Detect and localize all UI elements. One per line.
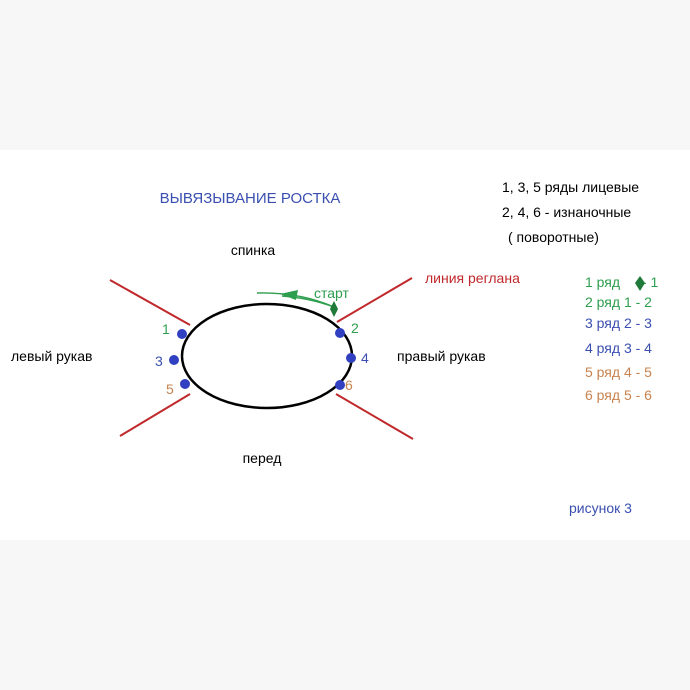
diagram-title: ВЫВЯЗЫВАНИЕ РОСТКА bbox=[160, 190, 341, 207]
region-left-sleeve-label: левый рукав bbox=[11, 348, 92, 364]
raglan-line-bottom-left bbox=[119, 393, 191, 437]
point-number-5: 5 bbox=[166, 381, 174, 397]
region-front-label: перед bbox=[243, 450, 282, 466]
region-back-label: спинка bbox=[231, 242, 276, 258]
point-dots bbox=[169, 328, 356, 390]
start-arrowhead bbox=[280, 290, 298, 300]
row-legend-1-suffix: - 1 bbox=[642, 274, 659, 290]
point-number-2: 2 bbox=[351, 320, 359, 336]
row-legend-5: 5 ряд 4 - 5 bbox=[585, 364, 652, 380]
raglan-label: линия реглана bbox=[425, 270, 520, 286]
diagram-canvas: ВЫВЯЗЫВАНИЕ РОСТКА 1, 3, 5 ряды лицевые … bbox=[0, 150, 690, 540]
point-number-4: 4 bbox=[361, 350, 369, 366]
row-legend-2: 2 ряд 1 - 2 bbox=[585, 294, 652, 310]
point-dot-6 bbox=[335, 380, 345, 390]
row-1-marker-icon bbox=[635, 276, 645, 291]
start-label: старт bbox=[314, 285, 350, 301]
start-arrow bbox=[256, 290, 335, 308]
row-legend-1-text: 1 ряд bbox=[585, 274, 624, 290]
diagram-svg: ВЫВЯЗЫВАНИЕ РОСТКА 1, 3, 5 ряды лицевые … bbox=[11, 179, 659, 516]
row-legend-3: 3 ряд 2 - 3 bbox=[585, 315, 652, 331]
raglan-line-top-right bbox=[336, 277, 413, 323]
region-right-sleeve-label: правый рукав bbox=[397, 348, 486, 364]
point-dot-3 bbox=[169, 355, 179, 365]
figure-caption: рисунок 3 bbox=[569, 500, 632, 516]
legend-line-2: 2, 4, 6 - изнаночные bbox=[502, 204, 631, 220]
neckline-ellipse bbox=[180, 302, 354, 410]
point-dot-2 bbox=[335, 328, 345, 338]
row-legend-4: 4 ряд 3 - 4 bbox=[585, 340, 652, 356]
point-number-6: 6 bbox=[345, 377, 353, 393]
point-dot-5 bbox=[180, 379, 190, 389]
raglan-lines bbox=[109, 277, 414, 440]
row-legend-6: 6 ряд 5 - 6 bbox=[585, 387, 652, 403]
row-legend-1: 1 ряд - 1 bbox=[585, 274, 659, 290]
point-number-3: 3 bbox=[155, 353, 163, 369]
legend-line-1: 1, 3, 5 ряды лицевые bbox=[502, 179, 639, 195]
legend-line-3: ( поворотные) bbox=[508, 229, 599, 245]
point-dot-1 bbox=[177, 329, 187, 339]
start-marker-icon bbox=[330, 301, 338, 317]
point-dot-4 bbox=[346, 353, 356, 363]
point-number-1: 1 bbox=[162, 321, 170, 337]
raglan-line-bottom-right bbox=[335, 393, 414, 440]
raglan-line-top-left bbox=[109, 279, 191, 326]
